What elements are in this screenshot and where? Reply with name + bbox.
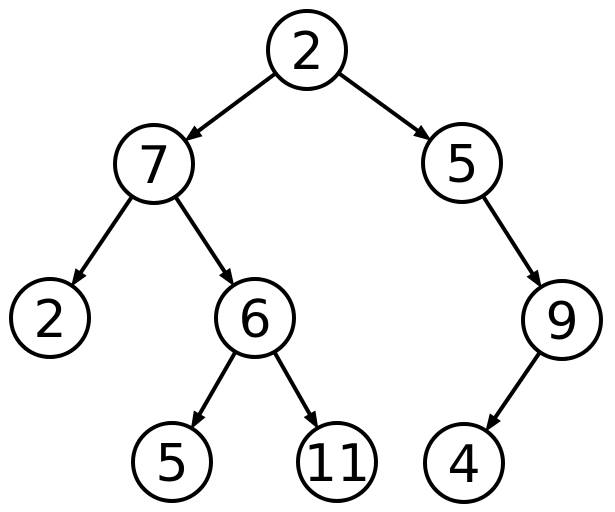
arrowhead-icon xyxy=(71,268,87,287)
arrowhead-icon xyxy=(413,124,432,141)
tree-edge xyxy=(272,350,313,417)
node-label: 5 xyxy=(445,135,478,195)
tree-node xyxy=(296,421,378,503)
node-label: 11 xyxy=(304,434,370,494)
tree-node xyxy=(214,277,296,359)
arrowhead-icon xyxy=(485,413,501,433)
node-label: 2 xyxy=(33,290,66,350)
tree-node xyxy=(266,9,348,91)
node-label: 5 xyxy=(155,434,188,494)
tree-edge xyxy=(481,194,535,276)
tree-node xyxy=(421,122,503,204)
tree-edge xyxy=(173,195,228,274)
tree-node xyxy=(113,123,195,205)
arrowhead-icon xyxy=(190,410,206,430)
arrowhead-icon xyxy=(218,267,235,287)
tree-edge xyxy=(196,71,277,134)
tree-edge xyxy=(492,351,542,420)
node-label: 2 xyxy=(290,22,323,82)
tree-node xyxy=(131,421,213,503)
tree-edge xyxy=(197,350,238,417)
node-label: 6 xyxy=(238,290,271,350)
node-label: 4 xyxy=(447,435,480,495)
tree-node xyxy=(9,277,91,359)
tree-node xyxy=(521,279,603,361)
arrowhead-icon xyxy=(526,269,542,289)
node-label: 9 xyxy=(545,292,578,352)
node-label: 7 xyxy=(137,136,170,196)
tree-node xyxy=(423,422,505,504)
arrowhead-icon xyxy=(184,125,203,142)
tree-edge xyxy=(78,195,134,275)
tree-edge xyxy=(337,71,420,133)
arrowhead-icon xyxy=(303,410,319,430)
